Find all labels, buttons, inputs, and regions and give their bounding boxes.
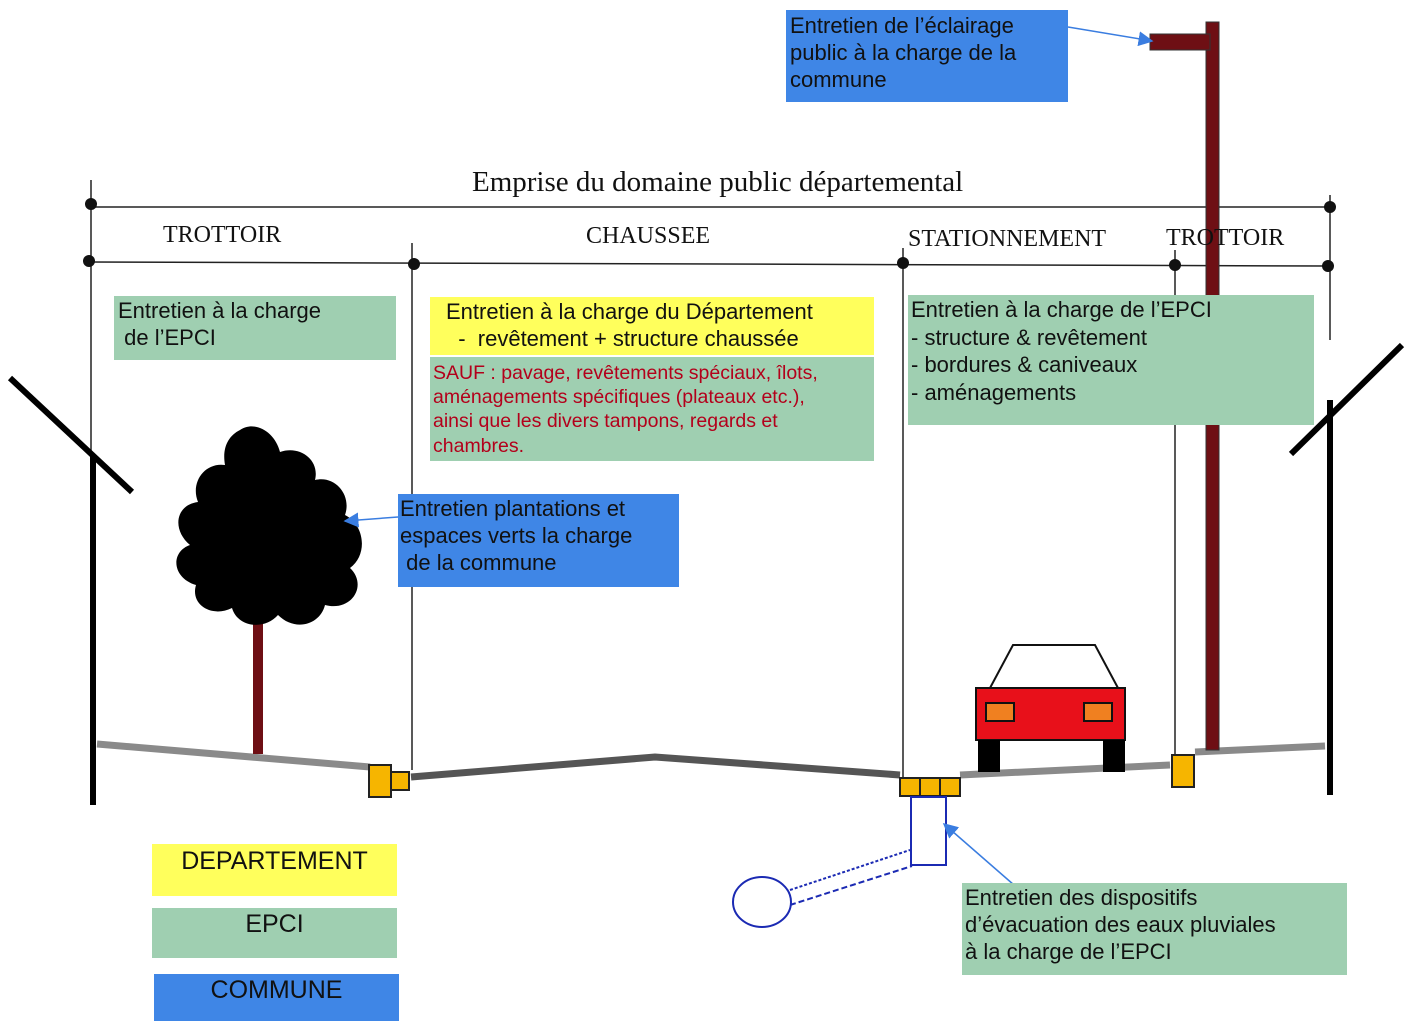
- box-line: Entretien des dispositifs: [965, 885, 1198, 910]
- legend-commune: COMMUNE: [154, 974, 399, 1021]
- box-line: ainsi que les divers tampons, regards et: [433, 410, 778, 433]
- box-line: Entretien à la charge: [118, 298, 322, 323]
- box-line: public à la charge de la: [790, 39, 1017, 65]
- curb-gutter-center: [899, 777, 961, 797]
- legend-departement: DEPARTEMENT: [152, 844, 397, 896]
- box-line: commune: [790, 66, 887, 92]
- zone-label-stationnement: STATIONNEMENT: [908, 226, 1107, 252]
- zones-dimension-line: [83, 243, 1334, 780]
- box-line: d’évacuation des eaux pluviales: [965, 911, 1276, 937]
- box-sauf-epci: SAUF : pavage, revêtements spéciaux, îlo…: [430, 357, 874, 461]
- box-line: SAUF : pavage, revêtements spéciaux, îlo…: [433, 362, 818, 384]
- drain-icon: [732, 796, 947, 928]
- box-trottoir-epci: Entretien à la charge de l’EPCI: [114, 296, 396, 360]
- ground-profile: [96, 740, 1326, 781]
- emprise-title: Emprise du domaine public départemental: [472, 166, 964, 198]
- box-line: de l’EPCI: [118, 324, 216, 350]
- box-line: Entretien à la charge du Département: [446, 299, 813, 324]
- zone-label-trottoir-right: TROTTOIR: [1166, 225, 1285, 251]
- box-plantations-commune: Entretien plantations et espaces verts l…: [398, 494, 679, 587]
- box-eclairage-commune: Entretien de l’éclairage public à la cha…: [786, 10, 1068, 102]
- box-line: à la charge de l’EPCI: [965, 938, 1172, 964]
- zone-label-trottoir-left: TROTTOIR: [163, 222, 282, 248]
- curb-right: [1171, 754, 1195, 788]
- curb-left: [368, 764, 410, 798]
- box-stationnement-epci: Entretien à la charge de l’EPCI - struct…: [908, 295, 1314, 425]
- zone-label-chaussee: CHAUSSEE: [586, 223, 711, 249]
- box-pluviales-epci: Entretien des dispositifs d’évacuation d…: [962, 883, 1347, 975]
- box-line: - bordures & caniveaux: [911, 352, 1138, 378]
- box-chaussee-departement: Entretien à la charge du Département - r…: [430, 297, 874, 355]
- box-line: de la commune: [400, 549, 557, 575]
- callout-arrows: [343, 26, 1154, 886]
- box-line: Entretien de l’éclairage: [790, 13, 1014, 38]
- box-line: Entretien à la charge de l’EPCI: [911, 297, 1212, 322]
- box-line: - revêtement + structure chaussée: [446, 325, 799, 351]
- box-line: Entretien plantations et: [400, 496, 626, 521]
- box-line: aménagements spécifiques (plateaux etc.)…: [433, 386, 805, 409]
- boundary-wall-icon: [1288, 342, 1405, 795]
- box-line: espaces verts la charge: [400, 522, 633, 548]
- box-line: - aménagements: [911, 380, 1077, 406]
- tree-icon: [176, 426, 362, 754]
- boundary-wall-icon: [7, 375, 135, 805]
- car-icon: [975, 644, 1126, 772]
- box-line: chambres.: [433, 434, 525, 457]
- legend-epci: EPCI: [152, 908, 397, 958]
- box-line: - structure & revêtement: [911, 324, 1147, 350]
